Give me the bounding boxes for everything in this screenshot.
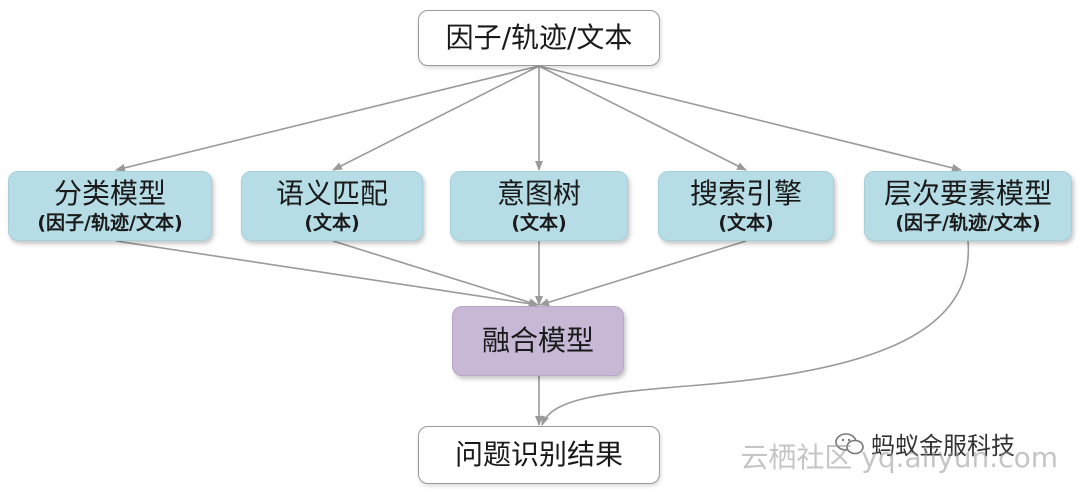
- edge-top-classification: [115, 65, 540, 172]
- node-semantic-matching: 语义匹配 (文本): [241, 171, 423, 241]
- node-layered-element-model: 层次要素模型 (因子/轨迹/文本): [864, 171, 1072, 241]
- node-search-engine: 搜索引擎 (文本): [658, 171, 834, 241]
- node-classification-model-sub: (因子/轨迹/文本): [37, 212, 183, 234]
- edge-classification-fusion: [115, 240, 539, 308]
- node-classification-model-label: 分类模型: [53, 177, 166, 210]
- edge-top-layered: [538, 65, 962, 172]
- edge-top-search: [538, 65, 747, 171]
- wechat-account-watermark: 蚂蚁金服科技: [835, 426, 1015, 461]
- node-fusion-model: 融合模型: [452, 306, 624, 376]
- node-fusion-model-label: 融合模型: [481, 324, 594, 357]
- wechat-icon: [835, 432, 864, 454]
- wechat-account-name: 蚂蚁金服科技: [871, 432, 1015, 460]
- node-input-data-label: 因子/轨迹/文本: [445, 21, 633, 54]
- node-input-data: 因子/轨迹/文本: [418, 10, 660, 66]
- node-intent-tree-label: 意图树: [496, 177, 581, 210]
- node-search-engine-sub: (文本): [718, 212, 774, 234]
- node-semantic-matching-label: 语义匹配: [275, 177, 388, 210]
- node-intent-tree: 意图树 (文本): [450, 171, 628, 241]
- edge-semantic-fusion: [332, 240, 539, 307]
- node-result-label: 问题识别结果: [454, 438, 623, 471]
- node-search-engine-label: 搜索引擎: [689, 177, 802, 210]
- site-watermark: 云栖社区 yq.aliyun.com: [740, 441, 1058, 474]
- edge-layered-result: [541, 240, 970, 426]
- node-result: 问题识别结果: [418, 426, 660, 484]
- node-semantic-matching-sub: (文本): [304, 212, 360, 234]
- node-layered-element-model-sub: (因子/轨迹/文本): [895, 212, 1041, 234]
- edge-top-semantic: [332, 65, 540, 171]
- node-layered-element-model-label: 层次要素模型: [883, 177, 1052, 210]
- node-intent-tree-sub: (文本): [511, 212, 567, 234]
- edge-search-fusion: [539, 240, 747, 307]
- node-classification-model: 分类模型 (因子/轨迹/文本): [8, 171, 212, 241]
